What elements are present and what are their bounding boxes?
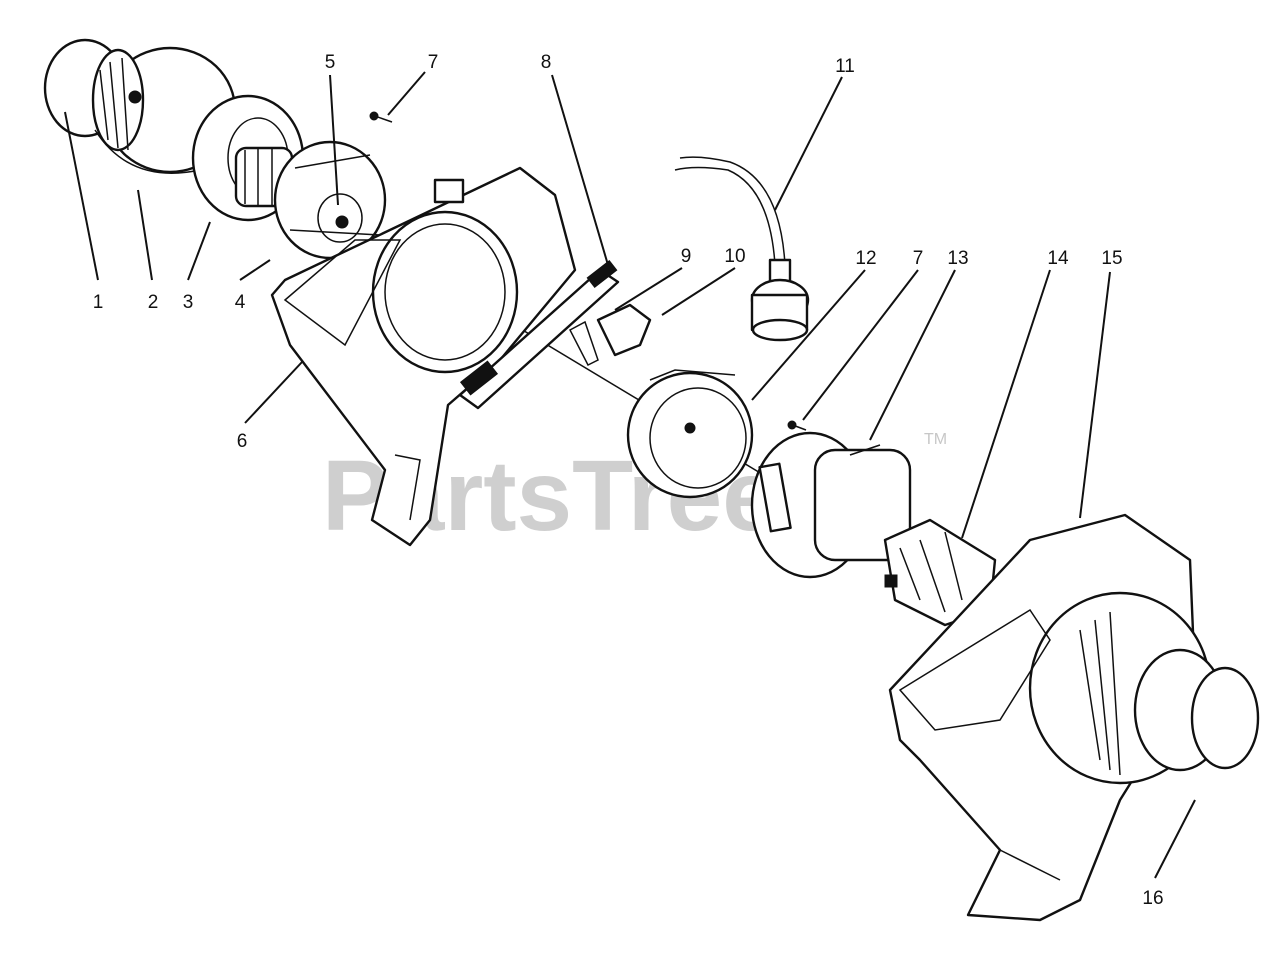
part-10-switch[interactable] — [596, 303, 652, 357]
callout-9: 9 — [681, 246, 692, 267]
callout-8: 8 — [541, 52, 552, 73]
callout-5: 5 — [325, 52, 336, 73]
callout-14: 14 — [1047, 248, 1069, 269]
callout-15: 15 — [1101, 248, 1122, 269]
callout-7b: 7 — [913, 248, 924, 269]
callout-4: 4 — [235, 292, 246, 313]
part-6-housing[interactable] — [270, 166, 577, 547]
part-12-shroud[interactable] — [626, 369, 754, 499]
part-7-screw-a[interactable] — [369, 111, 393, 123]
callout-12: 12 — [855, 248, 876, 269]
part-13-bracket[interactable] — [750, 431, 912, 579]
watermark-tm: TM — [924, 431, 947, 448]
part-9-clip[interactable] — [568, 320, 599, 367]
callout-2: 2 — [148, 292, 159, 313]
callout-3: 3 — [183, 292, 194, 313]
part-7-screw-b[interactable] — [787, 420, 807, 431]
callout-1: 1 — [93, 292, 104, 313]
callout-6: 6 — [237, 431, 248, 452]
part-11-cord[interactable] — [674, 156, 810, 342]
callout-11: 11 — [835, 56, 855, 77]
leader-lines — [64, 71, 1196, 879]
callout-labels: 1 2 3 4 5 6 7 8 9 10 11 12 7 13 14 15 16 — [93, 52, 1164, 909]
callout-10: 10 — [724, 246, 745, 267]
callout-13: 13 — [947, 248, 968, 269]
callout-16: 16 — [1142, 888, 1163, 909]
part-16-end-cap[interactable] — [1190, 666, 1260, 770]
part-8-switch-bar[interactable] — [458, 259, 620, 410]
callout-7a: 7 — [428, 52, 439, 73]
